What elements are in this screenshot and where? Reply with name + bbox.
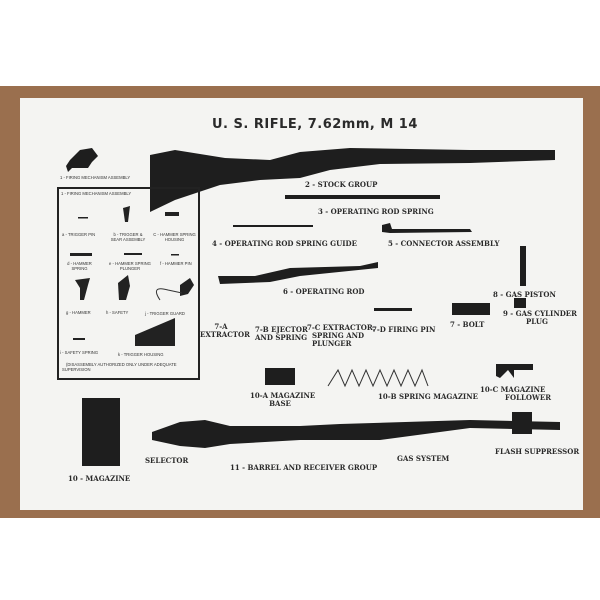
inset-title: 1 - FIRING MECHANISM ASSEMBLY [61, 191, 132, 196]
label-flash-suppressor: FLASH SUPPRESSOR [495, 447, 580, 456]
label-line: (DISASSEMBLY AUTHORIZED ONLY UNDER ADEQU… [66, 362, 177, 367]
bolt-image [452, 303, 490, 315]
label-operating-rod-spring: 3 - OPERATING ROD SPRING [318, 207, 434, 216]
inset-label-b: b - TRIGGER &SEAR ASSEMBLY [108, 232, 148, 242]
magazine-image [82, 398, 120, 466]
label-line: SUPERVISION [62, 367, 91, 372]
magazine-spring-image [327, 368, 429, 388]
label-line: BASE [269, 399, 291, 408]
operating-rod-spring-image [285, 195, 440, 199]
label-firing-mechanism: 1 - FIRING MECHANISM ASSEMBLY [60, 175, 131, 180]
label-line: HOUSING [164, 237, 185, 242]
firing-mechanism-inset [57, 187, 200, 380]
label-line: PLUG [526, 317, 548, 326]
label-line: AND SPRING [255, 333, 308, 342]
poster-title: U. S. RIFLE, 7.62mm, M 14 [212, 117, 418, 132]
operating-rod-image [218, 262, 378, 284]
label-line: 7-B EJECTOR [255, 325, 308, 334]
label-line: 7-A [214, 322, 228, 331]
label-line: b - TRIGGER & [113, 232, 143, 237]
label-line: SEAR ASSEMBLY [110, 237, 146, 242]
label-line: 10-A MAGAZINE [250, 391, 316, 400]
label-line: 10-C MAGAZINE [480, 385, 546, 394]
label-magazine: 10 - MAGAZINE [68, 474, 131, 483]
connector-image [382, 223, 472, 233]
label-line: SPRING [71, 266, 88, 271]
firing-pin-image [374, 308, 412, 311]
barrel-receiver-image [152, 420, 560, 448]
label-line: C - HAMMER SPRING [153, 232, 196, 237]
firing-mechanism-image [66, 148, 98, 172]
label-connector: 5 - CONNECTOR ASSEMBLY [388, 239, 500, 248]
follower-image [496, 364, 533, 378]
magazine-base-image [265, 368, 295, 385]
label-line: d - HAMMER [67, 261, 92, 266]
inset-label-f: f - HAMMER PIN [160, 261, 192, 266]
inset-label-i: i - SAFETY SPRING [60, 350, 99, 355]
label-barrel-receiver: 11 - BARREL AND RECEIVER GROUP [230, 463, 378, 472]
label-line: FOLLOWER [505, 393, 552, 402]
spring-guide-image [233, 225, 313, 227]
inset-label-j: j - TRIGGER GUARD [145, 311, 185, 316]
label-firing-pin: 7-D FIRING PIN [372, 325, 436, 334]
label-selector: SELECTOR [145, 456, 189, 465]
label-line: EXTRACTOR [200, 330, 250, 339]
label-spring-guide: 4 - OPERATING ROD SPRING GUIDE [212, 239, 357, 248]
label-line: PLUNGER [119, 266, 141, 271]
label-bolt: 7 - BOLT [450, 320, 485, 329]
inset-label-h: h - SAFETY [106, 310, 129, 315]
inset-note: (DISASSEMBLY AUTHORIZED ONLY UNDER ADEQU… [62, 362, 177, 372]
label-line: 7-C EXTRACTOR, [307, 323, 376, 332]
label-spring-magazine: 10-B SPRING MAGAZINE [378, 392, 478, 401]
inset-label-g: g - HAMMER [66, 310, 91, 315]
label-line: SPRING AND [312, 331, 365, 340]
gas-piston-image [520, 246, 526, 286]
label-line: 9 - GAS CYLINDER [503, 309, 577, 318]
label-line: e - HAMMER SPRING [109, 261, 151, 266]
label-operating-rod: 6 - OPERATING ROD [283, 287, 365, 296]
stock-image [150, 148, 555, 212]
gas-plug-image [514, 298, 526, 308]
inset-label-k: k - TRIGGER HOUSING [118, 352, 164, 357]
label-gas-system: GAS SYSTEM [397, 454, 450, 463]
inset-label-a: a - TRIGGER PIN [62, 232, 96, 237]
flash-suppressor-image [512, 412, 532, 434]
label-stock-group: 2 - STOCK GROUP [305, 180, 378, 189]
label-line: PLUNGER [312, 339, 352, 348]
label-gas-piston: 8 - GAS PISTON [493, 290, 556, 299]
